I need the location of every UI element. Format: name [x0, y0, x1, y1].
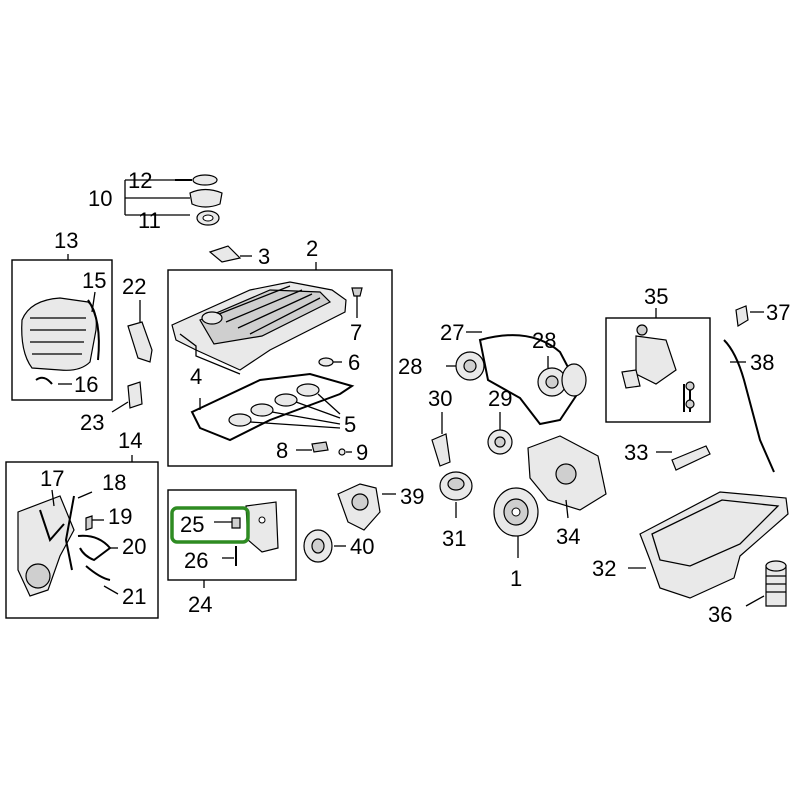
box-13	[11, 259, 113, 401]
part-10-housing[interactable]	[189, 188, 223, 208]
callout-18[interactable]: 18	[102, 470, 126, 495]
part-36-oil-filter[interactable]	[745, 560, 787, 607]
callout-30[interactable]: 30	[428, 386, 452, 411]
callout-1[interactable]: 1	[510, 566, 522, 591]
part-8-bolt[interactable]	[296, 441, 329, 453]
part-3-bracket[interactable]	[208, 245, 252, 263]
callout-12[interactable]: 12	[128, 168, 152, 193]
box-2	[167, 269, 393, 467]
part-2-valve-cover[interactable]	[171, 281, 347, 375]
part-33-bracket[interactable]	[656, 445, 711, 471]
callout-9[interactable]: 9	[356, 440, 368, 465]
callout-33[interactable]: 33	[624, 440, 648, 465]
part-15-timing-cover-upper[interactable]	[21, 297, 100, 371]
callout-27[interactable]: 27	[440, 320, 464, 345]
callout-39[interactable]: 39	[400, 484, 424, 509]
part-5-seals[interactable]	[228, 383, 341, 429]
part-28-cam-gear-right[interactable]	[537, 356, 587, 397]
part-39-bracket[interactable]	[337, 483, 396, 531]
callout-38[interactable]: 38	[750, 350, 774, 375]
callout-29[interactable]: 29	[488, 386, 512, 411]
part-26-pin[interactable]	[222, 546, 237, 566]
part-31-idler[interactable]	[439, 471, 473, 518]
part-6-grommet[interactable]	[318, 357, 342, 367]
callout-21[interactable]: 21	[122, 584, 146, 609]
callout-22[interactable]: 22	[122, 274, 146, 299]
box-24	[167, 489, 297, 581]
callout-10[interactable]: 10	[88, 186, 112, 211]
highlight-callout-25	[170, 506, 250, 544]
callout-13[interactable]: 13	[54, 228, 78, 253]
part-group-10[interactable]	[124, 174, 223, 226]
callout-4[interactable]: 4	[190, 364, 202, 389]
box-35	[605, 317, 711, 423]
part-16-bolt[interactable]	[35, 376, 72, 385]
part-17-seal[interactable]	[39, 489, 65, 542]
part-21-gasket[interactable]	[85, 565, 119, 595]
part-20-gasket[interactable]	[77, 534, 118, 562]
callout-16[interactable]: 16	[74, 372, 98, 397]
callout-3[interactable]: 3	[258, 244, 270, 269]
callout-28b[interactable]: 28	[532, 328, 556, 353]
part-38-dipstick-tube[interactable]	[723, 339, 775, 473]
callout-11[interactable]: 11	[138, 208, 161, 233]
callout-28a[interactable]: 28	[398, 354, 422, 379]
part-25-stud[interactable]	[214, 517, 241, 529]
callout-23[interactable]: 23	[80, 410, 104, 435]
part-14-lower-cover[interactable]	[17, 495, 75, 597]
part-28-cam-gear-left[interactable]	[446, 351, 485, 381]
part-32-oil-pan[interactable]	[628, 491, 789, 599]
part-40-idler-pulley[interactable]	[303, 529, 346, 563]
callout-8[interactable]: 8	[276, 438, 288, 463]
part-18-gasket[interactable]	[64, 491, 93, 571]
part-9-washer[interactable]	[338, 448, 352, 456]
callout-17[interactable]: 17	[40, 466, 64, 491]
callout-5[interactable]: 5	[344, 412, 356, 437]
part-1-crank-pulley[interactable]	[493, 487, 539, 558]
part-34-oil-pump[interactable]	[527, 435, 607, 519]
part-24-plate[interactable]	[245, 501, 279, 553]
callout-15[interactable]: 15	[82, 268, 106, 293]
part-23-bracket[interactable]	[111, 381, 143, 413]
part-37-dipstick-handle[interactable]	[735, 305, 764, 327]
callout-26[interactable]: 26	[184, 548, 208, 573]
callout-31[interactable]: 31	[442, 526, 466, 551]
box-14	[5, 461, 159, 619]
part-35-pump-assembly[interactable]	[621, 324, 695, 412]
part-30-sensor[interactable]	[431, 412, 451, 467]
callout-20[interactable]: 20	[122, 534, 146, 559]
callout-36[interactable]: 36	[708, 602, 732, 627]
part-27-timing-belt[interactable]	[466, 331, 582, 426]
callout-35[interactable]: 35	[644, 284, 668, 309]
callout-25[interactable]: 25	[180, 512, 204, 537]
part-29-tensioner[interactable]	[487, 412, 513, 455]
part-12-gasket[interactable]	[192, 174, 218, 186]
callout-19[interactable]: 19	[108, 504, 132, 529]
callout-32[interactable]: 32	[592, 556, 616, 581]
callout-40[interactable]: 40	[350, 534, 374, 559]
callout-2[interactable]: 2	[306, 236, 318, 261]
callout-6[interactable]: 6	[348, 350, 360, 375]
part-7-bolt[interactable]	[351, 287, 363, 318]
callout-7[interactable]: 7	[350, 320, 362, 345]
callout-24[interactable]: 24	[188, 592, 212, 617]
part-22-cover[interactable]	[127, 300, 153, 363]
part-19-bolt[interactable]	[85, 515, 104, 531]
callout-34[interactable]: 34	[556, 524, 580, 549]
callout-14[interactable]: 14	[118, 428, 142, 453]
part-4-gasket[interactable]	[190, 372, 355, 442]
callout-37[interactable]: 37	[766, 300, 790, 325]
